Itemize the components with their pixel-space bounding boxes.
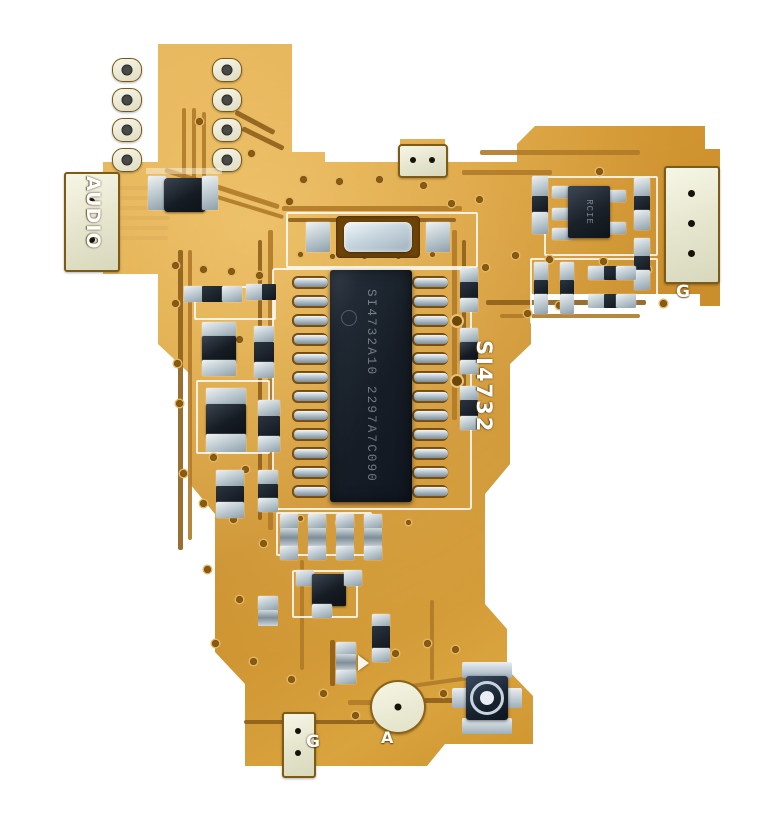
ic-marking-text: SI4732A10 2297A7C090 [364,288,378,484]
coax-solder-ear [506,688,522,708]
header-pad[interactable] [212,88,242,112]
pad-hole [88,236,95,243]
header-pad[interactable] [112,88,142,112]
pad-hole [88,198,95,205]
regulator-marking: RCIE [584,199,594,225]
header-pad[interactable] [112,58,142,82]
triangle-right-icon [358,655,369,671]
silkscreen-audio-label: AUDIO [82,176,104,250]
pad-hole [688,250,695,257]
main-ic-si4732: SI4732A10 2297A7C090 [330,270,412,502]
pad-hole [295,728,301,734]
header-pad[interactable] [112,148,142,172]
crystal-pad [306,222,330,252]
crystal-oscillator [344,222,412,252]
ufl-coax-connector[interactable] [466,676,508,720]
silkscreen-ground-right: G [676,282,690,302]
crystal-pad [426,222,450,252]
coax-solder-ear [462,718,512,734]
antenna-round-pad[interactable] [370,680,426,734]
pad-hole [688,220,695,227]
bottom-ground-pad[interactable] [282,712,316,778]
silkscreen-part-label: SI4732 [472,340,496,434]
coax-center-pin [480,691,494,705]
header-pad[interactable] [112,118,142,142]
pad-hole [429,157,435,163]
top-solder-tab[interactable] [398,144,448,178]
pad-hole [410,157,416,163]
coax-outer-ring [470,681,504,715]
right-solder-pad[interactable] [664,166,720,284]
regulator-ic: RCIE [568,186,610,238]
silkscreen-antenna-label: A [381,728,394,747]
silkscreen-ground-bottom: G [306,732,320,752]
pad-hole [688,190,695,197]
pad-hole [295,750,301,756]
header-pad[interactable] [212,118,242,142]
header-pad[interactable] [212,148,242,172]
header-pad[interactable] [212,58,242,82]
audio-solder-pad[interactable] [64,172,120,272]
coax-solder-ear [452,688,468,708]
ic-pin1-marker [341,310,357,326]
coax-solder-ear [462,662,512,678]
